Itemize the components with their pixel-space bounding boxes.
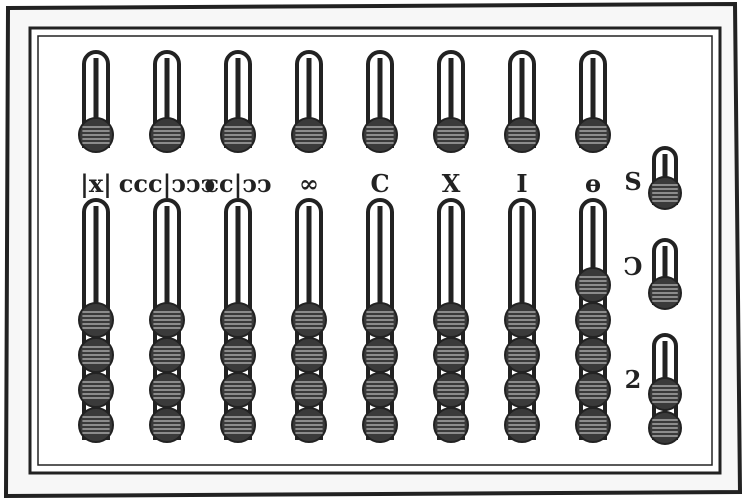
abacus-column: ∞ <box>291 50 327 443</box>
abacus-column: X <box>433 50 469 443</box>
abacus-column: I <box>504 50 540 443</box>
fraction-slot: 2 <box>625 333 682 445</box>
fraction-label: 2 <box>625 365 642 394</box>
column-label: I <box>516 169 527 198</box>
column-label: ∞ <box>299 169 319 198</box>
fraction-slot: Ↄ <box>623 238 682 310</box>
column-label: C <box>370 169 389 198</box>
column-label: ccc|ↄↄↄ <box>119 169 215 198</box>
abacus-column: ɵ <box>575 50 611 443</box>
abacus-column: C <box>362 50 398 443</box>
abacus-column: cc|ↄↄ <box>204 50 272 443</box>
fraction-label: Ↄ <box>623 252 642 281</box>
abacus-column: |x| <box>78 50 114 443</box>
abacus-column: ccc|ↄↄↄ <box>119 50 215 443</box>
column-label: X <box>442 169 461 198</box>
fraction-label: S <box>624 167 641 196</box>
column-label: |x| <box>80 169 112 198</box>
column-label: ɵ <box>585 169 601 198</box>
fraction-slot: S <box>624 146 682 210</box>
column-label: cc|ↄↄ <box>204 169 271 198</box>
